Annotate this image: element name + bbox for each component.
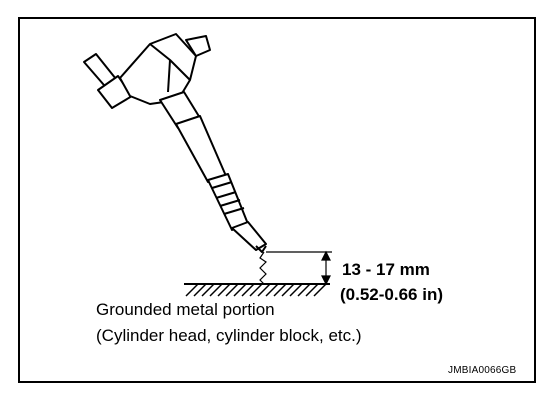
- spark-zigzag: [259, 251, 267, 285]
- surface-label: Grounded metal portion: [96, 300, 275, 319]
- figure-frame: [18, 17, 536, 383]
- figure-code: JMBIA0066GB: [448, 365, 517, 376]
- surface-examples-label: (Cylinder head, cylinder block, etc.): [96, 326, 362, 345]
- coil-mount-tab: [185, 35, 211, 57]
- plug-terminal: [231, 221, 267, 251]
- ignition-coil: [83, 33, 267, 253]
- grounded-surface: [184, 283, 330, 297]
- coil-boot: [175, 115, 227, 183]
- gap-dimension: [266, 250, 332, 286]
- gap-mm-label: 13 - 17 mm: [342, 260, 430, 279]
- gap-in-label: (0.52-0.66 in): [340, 285, 443, 304]
